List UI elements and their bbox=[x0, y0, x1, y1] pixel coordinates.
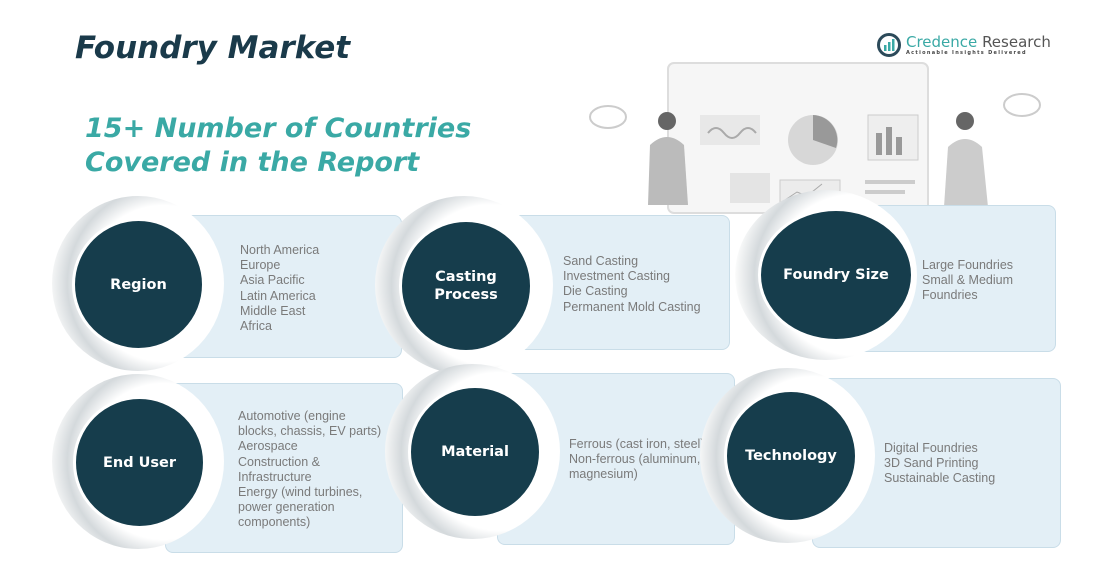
subtitle: 15+ Number of Countries Covered in the R… bbox=[85, 112, 471, 180]
list-item: Infrastructure bbox=[238, 469, 312, 484]
subtitle-line: 15+ Number of Countries bbox=[85, 113, 472, 144]
list-item: components) bbox=[238, 515, 311, 530]
list-item: Die Casting bbox=[563, 284, 628, 299]
list-item: 3D Sand Printing bbox=[884, 456, 979, 471]
subtitle-line: Covered in the Report bbox=[85, 147, 420, 178]
segment-label: Foundry Size bbox=[783, 267, 889, 283]
logo-chart-icon bbox=[877, 33, 901, 57]
list-item: Digital Foundries bbox=[884, 441, 978, 455]
list-item: North America bbox=[240, 243, 320, 257]
list-item: Ferrous (cast iron, steel) bbox=[569, 437, 705, 451]
list-item: Investment Casting bbox=[563, 269, 670, 284]
list-item: Foundries bbox=[922, 288, 978, 303]
list-item: Energy (wind turbines, bbox=[238, 485, 363, 500]
list-item: Large Foundries bbox=[922, 258, 1014, 272]
list-item: Aerospace bbox=[238, 439, 298, 454]
logo-name: Credence bbox=[906, 33, 978, 51]
segment-circle-end-user: End User bbox=[73, 396, 206, 529]
segment-label: Region bbox=[110, 276, 167, 293]
list-item: Middle East bbox=[240, 303, 306, 318]
list-item: Asia Pacific bbox=[240, 273, 305, 288]
segment-label: Material bbox=[441, 444, 509, 460]
segment-circle-foundry-size: Foundry Size bbox=[758, 208, 914, 342]
list-item: Construction & bbox=[238, 454, 320, 469]
list-item: Sand Casting bbox=[563, 254, 639, 268]
list-item: Automotive (engine bbox=[238, 409, 346, 423]
list-item: Africa bbox=[240, 319, 272, 334]
list-item: Latin America bbox=[240, 288, 316, 303]
list-item: Europe bbox=[240, 258, 281, 273]
segment-label: Technology bbox=[745, 448, 837, 464]
segment-list-material: Ferrous (cast iron, steel)Non-ferrous (a… bbox=[569, 437, 704, 483]
page-title: Foundry Market bbox=[75, 30, 351, 66]
segment-label: Process bbox=[434, 287, 498, 303]
list-item: Small & Medium bbox=[922, 273, 1013, 288]
list-item: magnesium) bbox=[569, 467, 638, 482]
logo: Credence Research Actionable Insights De… bbox=[877, 33, 1051, 57]
segment-label: Casting bbox=[435, 269, 497, 285]
list-item: Permanent Mold Casting bbox=[563, 299, 701, 314]
list-item: power generation bbox=[238, 500, 335, 515]
logo-tagline: Actionable Insights Delivered bbox=[906, 50, 1027, 56]
segment-circle-region: Region bbox=[72, 218, 205, 351]
logo-name: Research bbox=[982, 33, 1051, 51]
list-item: Sustainable Casting bbox=[884, 471, 996, 486]
segment-circle-technology: Technology bbox=[724, 389, 858, 523]
list-item: Non-ferrous (aluminum, bbox=[569, 452, 701, 467]
list-item: blocks, chassis, EV parts) bbox=[238, 424, 382, 439]
segment-label: End User bbox=[102, 454, 177, 471]
segment-circle-material: Material bbox=[408, 385, 542, 519]
